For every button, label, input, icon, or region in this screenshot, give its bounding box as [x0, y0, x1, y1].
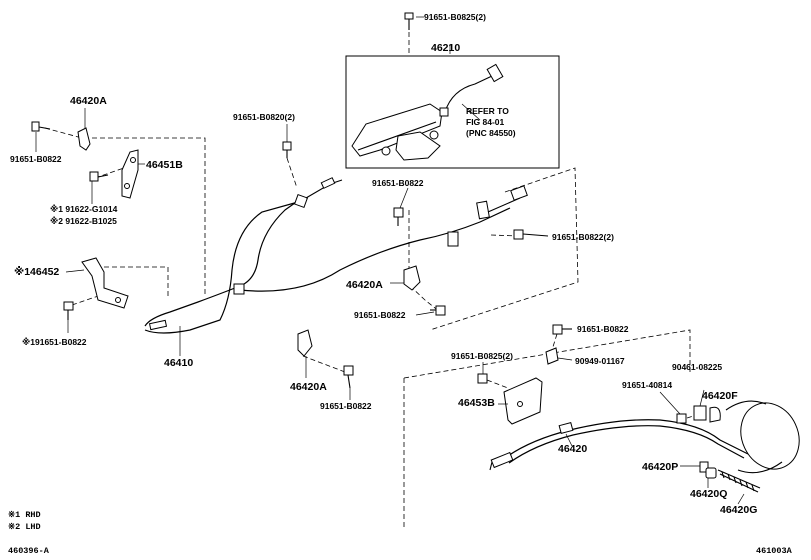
bracket-46420a-lower[interactable]	[297, 329, 313, 378]
label-46420a-top: 46420A	[70, 95, 107, 107]
bolt-icon	[31, 121, 51, 132]
label-46420f: 46420F	[702, 390, 738, 402]
bolt-icon	[513, 229, 549, 240]
label-90949-01167: 90949-01167	[575, 356, 625, 366]
bolt-icon	[430, 305, 446, 316]
bolt-icon	[676, 413, 687, 424]
clip-46420q[interactable]	[705, 467, 717, 479]
label-46420q: 46420Q	[690, 488, 727, 500]
label-91651-b0820: 91651-B0820(2)	[233, 112, 295, 122]
region-boundary-right	[429, 167, 579, 331]
clip-46420p[interactable]	[699, 461, 709, 473]
label-46452: ※146452	[14, 266, 59, 278]
label-91651-b0825-top: 91651-B0825(2)	[424, 12, 486, 22]
bolt-icon	[343, 365, 354, 389]
lever-assembly-box	[345, 55, 560, 169]
region-boundary-rear	[403, 329, 691, 379]
label-refer-3: (PNC 84550)	[466, 128, 516, 138]
bolt-icon	[477, 373, 488, 384]
label-91651-b0822-5: 91651-B0822	[320, 401, 372, 411]
label-46210: 46210	[431, 42, 460, 54]
cable-end-right[interactable]	[447, 185, 528, 247]
note-lhd: ※2 LHD	[8, 522, 41, 532]
note-rhd: ※1 RHD	[8, 510, 41, 520]
label-91651-b0822-left: 91651-B0822	[10, 154, 62, 164]
bolt-icon	[393, 207, 404, 226]
label-46420: 46420	[558, 443, 587, 455]
label-46420a-mid: 46420A	[346, 279, 383, 291]
label-refer-2: FIG 84-01	[466, 117, 505, 127]
label-46410: 46410	[164, 357, 193, 369]
bolt-icon	[63, 301, 74, 320]
label-91651-b0822-l: ※191651-B0822	[22, 337, 87, 347]
brake-drum	[725, 400, 800, 474]
bracket-46452[interactable]	[65, 257, 129, 309]
clip-46420f[interactable]	[693, 389, 721, 423]
label-91651-40814: 91651-40814	[622, 380, 672, 390]
bracket-46420a-top[interactable]	[77, 108, 91, 151]
label-46420g: 46420G	[720, 504, 757, 516]
label-91622-b1025: ※2 91622-B1025	[50, 216, 117, 226]
label-46451b: 46451B	[146, 159, 183, 171]
rear-cable-46420[interactable]	[489, 419, 749, 471]
figure-id-left: 460396-A	[8, 546, 50, 556]
bolt-icon	[282, 141, 292, 158]
label-90461-08225: 90461-08225	[672, 362, 722, 372]
label-91651-b0822-4: 91651-B0822	[354, 310, 406, 320]
label-refer-1: REFER TO	[466, 106, 509, 116]
parking-brake-lever[interactable]	[351, 63, 504, 161]
label-46420p: 46420P	[642, 461, 678, 473]
label-91622-g1014: ※1 91622-G1014	[50, 204, 118, 214]
bracket-46451b[interactable]	[121, 149, 145, 199]
bolt-icon	[404, 12, 414, 30]
bracket-46420a-mid[interactable]	[390, 265, 421, 291]
bracket-46453b[interactable]	[498, 377, 543, 425]
label-91651-b0822-mid: 91651-B0822	[372, 178, 424, 188]
clip-90949[interactable]	[545, 347, 573, 365]
bolt-icon	[552, 324, 572, 335]
label-91651-b0822-2: 91651-B0822(2)	[552, 232, 614, 242]
label-46420a-lower: 46420A	[290, 381, 327, 393]
region-boundary-left	[84, 137, 206, 295]
region-boundary-46452	[104, 266, 169, 296]
figure-id-right: 461003A	[756, 546, 793, 556]
spring-46420g[interactable]	[717, 469, 761, 493]
label-91651-b0822-6: 91651-B0822	[577, 324, 629, 334]
bolt-icon	[89, 171, 109, 182]
label-46453b: 46453B	[458, 397, 495, 409]
label-91651-b0825-b: 91651-B0825(2)	[451, 351, 513, 361]
front-cable-46410[interactable]	[144, 177, 511, 334]
